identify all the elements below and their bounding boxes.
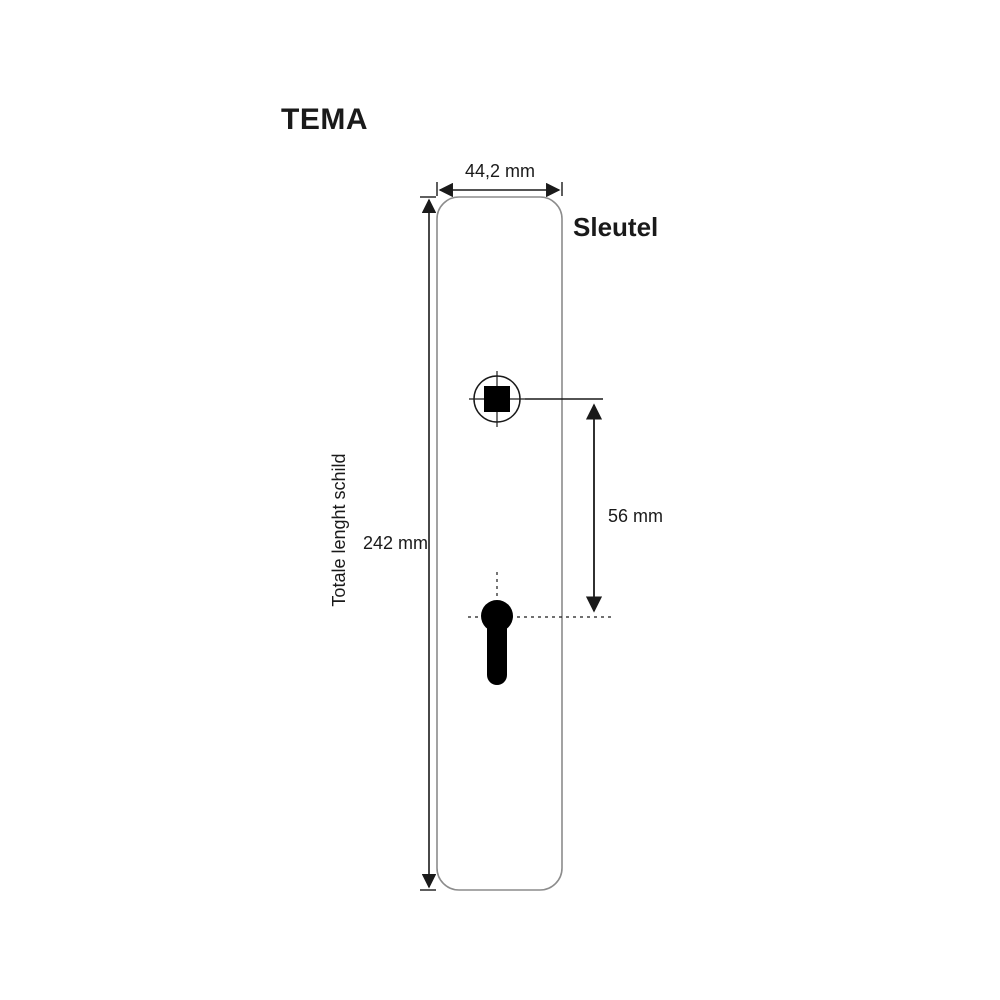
height-dimension-label: Totale lenght schild — [329, 453, 349, 606]
cylinder-keyhole — [481, 600, 513, 685]
cylinder-keyhole-stem — [487, 616, 507, 685]
plate-label: Sleutel — [573, 212, 658, 242]
width-dimension-text: 44,2 mm — [465, 161, 535, 181]
diagram-title: TEMA — [281, 103, 368, 136]
spacing-dimension-text: 56 mm — [608, 506, 663, 526]
height-dimension-text: 242 mm — [363, 533, 428, 553]
spindle-square-hole — [484, 386, 510, 412]
plate-outline — [436, 196, 563, 891]
